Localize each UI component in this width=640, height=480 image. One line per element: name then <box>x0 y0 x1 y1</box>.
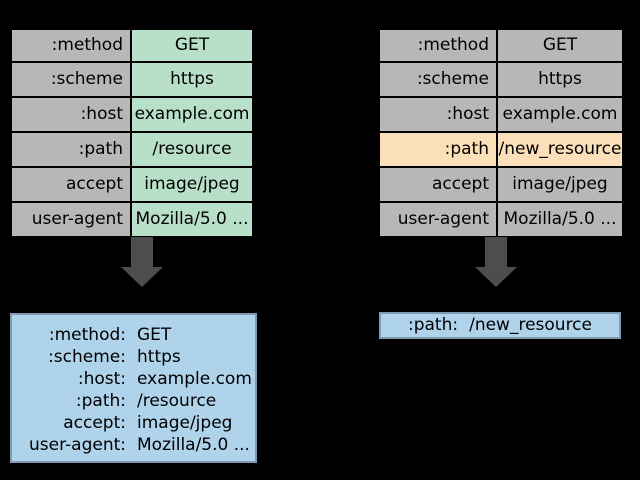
header-value-cell: image/jpeg <box>496 166 624 203</box>
result-value: /new_resource <box>469 315 592 335</box>
header-value-cell: GET <box>496 28 624 63</box>
encoded-header-set-left: :method: GET :scheme: https :host: examp… <box>10 313 257 463</box>
header-name-cell-highlighted: :path <box>378 131 498 168</box>
result-name: :path: <box>407 315 459 335</box>
table-row: :scheme https <box>10 61 254 98</box>
result-value: /resource <box>137 390 217 411</box>
header-value-cell: image/jpeg <box>130 166 254 203</box>
header-name-cell: :scheme <box>10 61 132 98</box>
header-value-cell: Mozilla/5.0 ... <box>130 201 254 238</box>
arrow-head <box>475 267 517 287</box>
result-value: GET <box>137 324 172 345</box>
header-table-left: :method GET :scheme https :host example.… <box>10 28 254 238</box>
table-row: :method GET <box>378 28 624 63</box>
list-item: :scheme: https <box>12 346 255 368</box>
result-name: user-agent: <box>29 434 126 455</box>
result-value: Mozilla/5.0 ... <box>137 434 250 455</box>
header-value-cell: example.com <box>130 96 254 133</box>
list-item: :host: example.com <box>12 368 255 390</box>
arrow-head <box>121 267 163 287</box>
table-row: :method GET <box>10 28 254 63</box>
header-value-cell: example.com <box>496 96 624 133</box>
list-item: user-agent: Mozilla/5.0 ... <box>12 434 255 456</box>
result-name: :path: <box>75 390 126 411</box>
down-arrow-icon <box>121 237 163 287</box>
result-value: image/jpeg <box>137 412 233 433</box>
table-row: :path /resource <box>10 131 254 168</box>
result-name: :scheme: <box>48 346 126 367</box>
table-row: :host example.com <box>10 96 254 133</box>
table-row: user-agent Mozilla/5.0 ... <box>10 201 254 238</box>
arrow-shaft <box>485 237 507 268</box>
table-row: accept image/jpeg <box>378 166 624 203</box>
result-name: :method: <box>48 324 126 345</box>
table-row: user-agent Mozilla/5.0 ... <box>378 201 624 238</box>
down-arrow-icon <box>475 237 517 287</box>
table-row: accept image/jpeg <box>10 166 254 203</box>
table-row: :scheme https <box>378 61 624 98</box>
result-value: example.com <box>137 368 252 389</box>
list-item: :method: GET <box>12 324 255 346</box>
header-name-cell: :host <box>10 96 132 133</box>
header-name-cell: :path <box>10 131 132 168</box>
list-item: :path: /resource <box>12 390 255 412</box>
header-value-cell: GET <box>130 28 254 63</box>
header-name-cell: accept <box>378 166 498 203</box>
header-value-cell: /resource <box>130 131 254 168</box>
header-value-cell-highlighted: /new_resource <box>496 131 624 168</box>
header-name-cell: :method <box>378 28 498 63</box>
header-name-cell: :scheme <box>378 61 498 98</box>
result-name: accept: <box>63 412 126 433</box>
header-table-right: :method GET :scheme https :host example.… <box>378 28 624 238</box>
arrow-shaft <box>131 237 153 268</box>
list-item: :path: /new_resource <box>381 314 619 337</box>
header-value-cell: https <box>130 61 254 98</box>
header-name-cell: user-agent <box>378 201 498 238</box>
result-value: https <box>137 346 181 367</box>
header-name-cell: :host <box>378 96 498 133</box>
table-row: :host example.com <box>378 96 624 133</box>
header-name-cell: accept <box>10 166 132 203</box>
table-row: :path /new_resource <box>378 131 624 168</box>
header-value-cell: Mozilla/5.0 ... <box>496 201 624 238</box>
header-name-cell: user-agent <box>10 201 132 238</box>
header-name-cell: :method <box>10 28 132 63</box>
list-item: accept: image/jpeg <box>12 412 255 434</box>
result-name: :host: <box>77 368 126 389</box>
header-value-cell: https <box>496 61 624 98</box>
encoded-header-set-right: :path: /new_resource <box>379 312 621 339</box>
